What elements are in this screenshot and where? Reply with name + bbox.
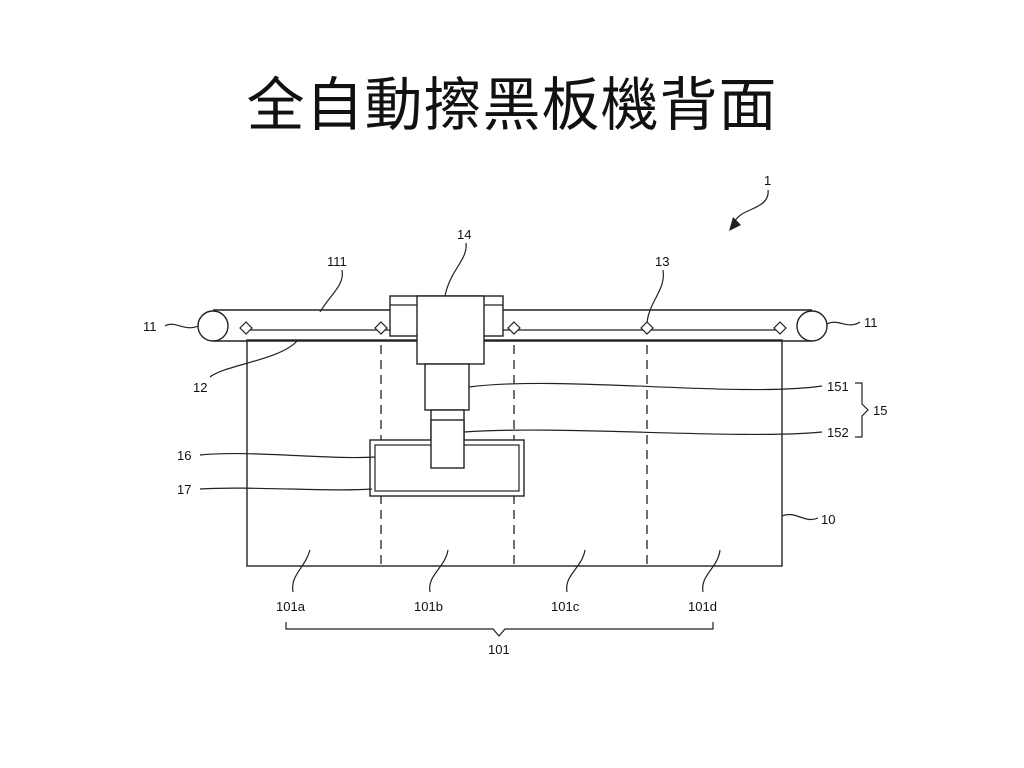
label-eraser: 16: [177, 448, 191, 463]
label-sensor: 13: [655, 254, 669, 269]
carriage: [389, 295, 504, 365]
arm-lower-front: [430, 419, 465, 469]
label-eraser-pad: 17: [177, 482, 191, 497]
sensor-markers: [239, 321, 787, 335]
board-outline: [246, 339, 783, 567]
label-device: 1: [764, 173, 771, 188]
label-roller-left: 11: [143, 319, 157, 334]
label-section-a: 101a: [276, 599, 306, 614]
label-board: 10: [821, 512, 835, 527]
label-arm-lower: 152: [827, 425, 849, 440]
label-section-c: 101c: [551, 599, 580, 614]
arm-upper: [424, 363, 470, 411]
leader-lines: [164, 189, 861, 593]
label-roller-right: 11: [864, 315, 878, 330]
label-board-sections: 101: [488, 642, 510, 657]
roller-right: [796, 310, 828, 342]
label-arm-group: 15: [873, 403, 887, 418]
label-belt: 111: [327, 254, 347, 269]
bracket-101: [285, 622, 714, 637]
label-arm-upper: 151: [827, 379, 849, 394]
bracket-15: [855, 382, 869, 438]
label-rail: 12: [193, 380, 207, 395]
label-carriage: 14: [457, 227, 471, 242]
slide-title: 全自動擦黑板機背面: [246, 71, 778, 139]
roller-left: [197, 310, 229, 342]
label-section-d: 101d: [688, 599, 717, 614]
label-section-b: 101b: [414, 599, 443, 614]
